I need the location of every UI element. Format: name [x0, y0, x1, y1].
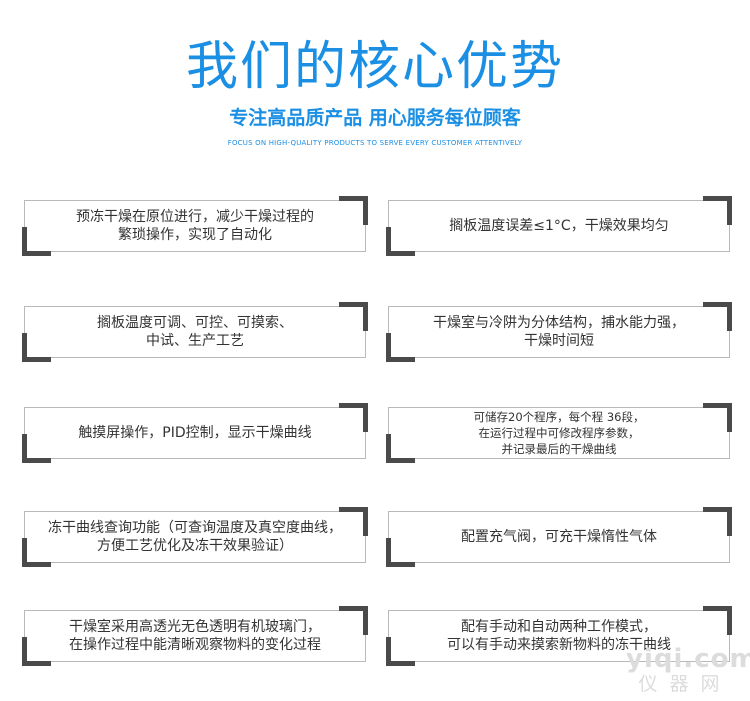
feature-text: 干燥室采用高透光无色透明有机玻璃门， 在操作过程中能清晰观察物料的变化过程 [69, 619, 321, 653]
feature-card: 预冻干燥在原位进行，减少干燥过程的 繁琐操作，实现了自动化 [22, 196, 368, 256]
feature-card: 配有手动和自动两种工作模式， 可以有手动来摸索新物料的冻干曲线 [386, 606, 732, 666]
watermark: yiqi.com 仪器网 [626, 644, 750, 695]
feature-text: 冻干曲线查询功能（可查询温度及真空度曲线， 方便工艺优化及冻干效果验证） [48, 520, 342, 554]
feature-card: 配置充气阀，可充干燥惰性气体 [386, 507, 732, 567]
watermark-brand: 仪器网 [638, 673, 732, 695]
page-tagline: FOCUS ON HIGH-QUALITY PRODUCTS TO SERVE … [227, 139, 523, 147]
feature-card: 可储存20个程序，每个程 36段， 在运行过程中可修改程序参数， 并记录最后的干… [386, 403, 732, 463]
feature-text: 配置充气阀，可充干燥惰性气体 [461, 529, 657, 545]
feature-text: 干燥室与冷阱为分体结构，捕水能力强， 干燥时间短 [433, 315, 685, 349]
feature-card: 干燥室与冷阱为分体结构，捕水能力强， 干燥时间短 [386, 302, 732, 362]
feature-text: 配有手动和自动两种工作模式， 可以有手动来摸索新物料的冻干曲线 [447, 619, 671, 653]
page-subtitle: 专注高品质产品 用心服务每位顾客 [229, 107, 521, 129]
feature-card: 搁板温度可调、可控、可摸索、 中试、生产工艺 [22, 302, 368, 362]
feature-text: 搁板温度可调、可控、可摸索、 中试、生产工艺 [97, 315, 293, 349]
watermark-domain: yiqi.com [626, 644, 750, 674]
page-title: 我们的核心优势 [185, 37, 564, 97]
feature-card: 搁板温度误差≤1°C，干燥效果均匀 [386, 196, 732, 256]
feature-text: 可储存20个程序，每个程 36段， 在运行过程中可修改程序参数， 并记录最后的干… [473, 410, 645, 456]
feature-text: 触摸屏操作，PID控制，显示干燥曲线 [78, 425, 312, 441]
feature-text: 预冻干燥在原位进行，减少干燥过程的 繁琐操作，实现了自动化 [76, 209, 314, 243]
feature-card: 冻干曲线查询功能（可查询温度及真空度曲线， 方便工艺优化及冻干效果验证） [22, 507, 368, 567]
feature-card: 触摸屏操作，PID控制，显示干燥曲线 [22, 403, 368, 463]
feature-card: 干燥室采用高透光无色透明有机玻璃门， 在操作过程中能清晰观察物料的变化过程 [22, 606, 368, 666]
feature-text: 搁板温度误差≤1°C，干燥效果均匀 [449, 218, 669, 234]
